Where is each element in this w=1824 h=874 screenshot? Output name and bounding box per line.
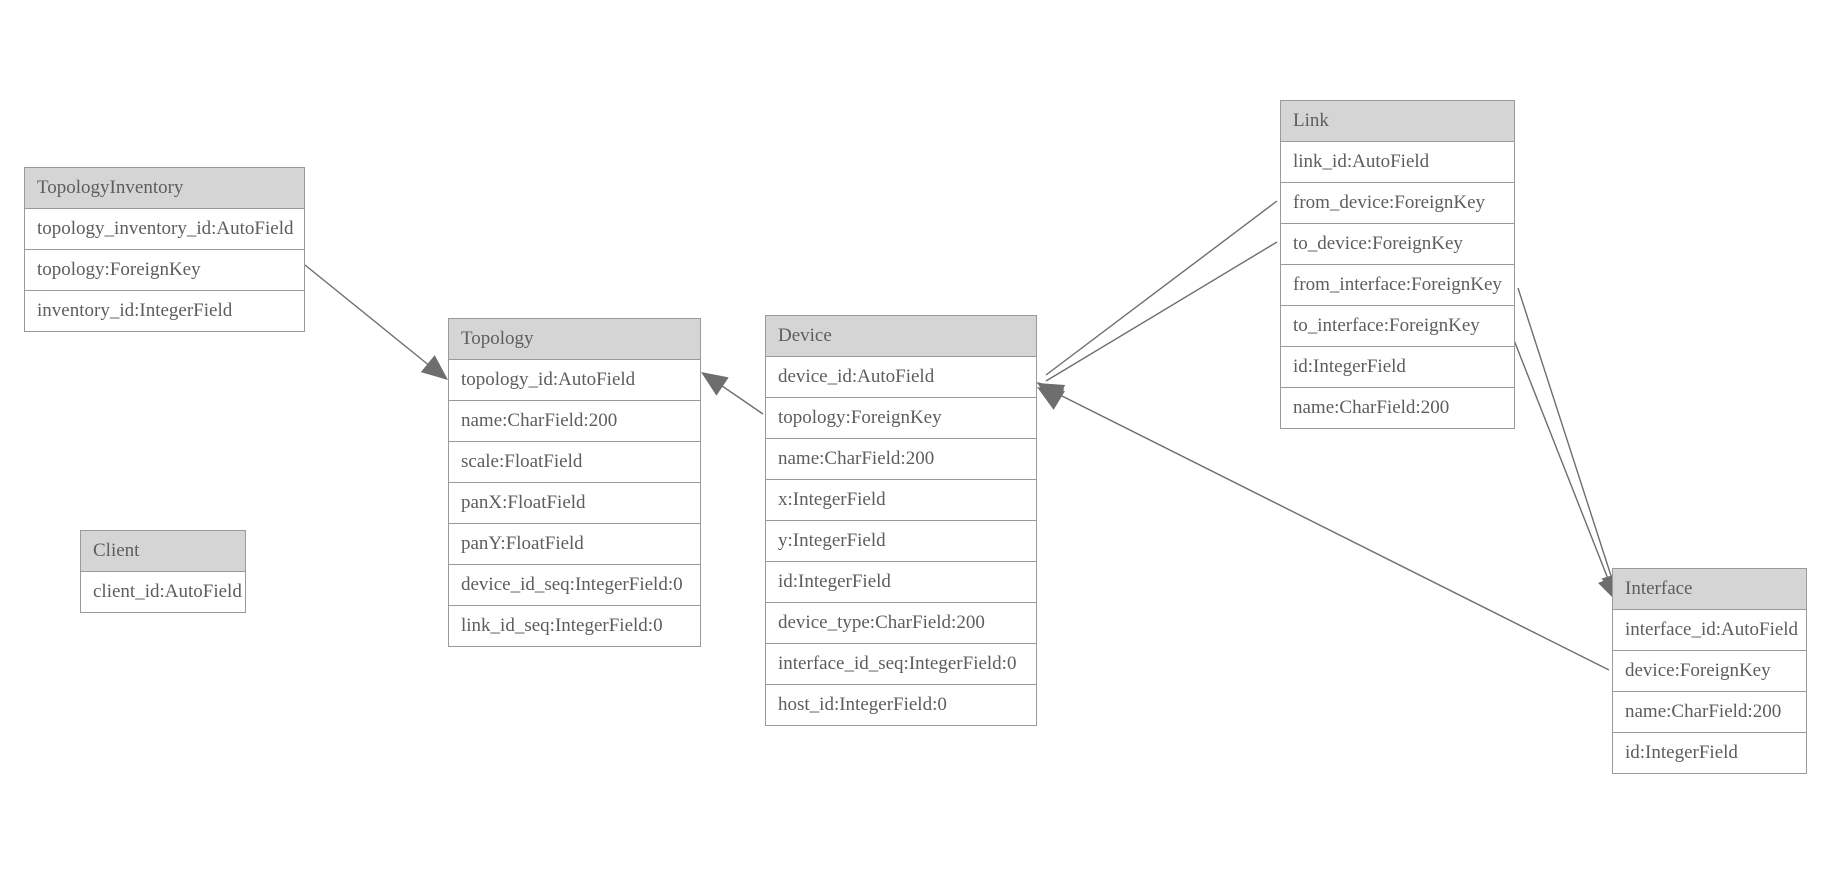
relation-rel-device-topology <box>701 372 764 415</box>
entity-field[interactable]: panY:FloatField <box>449 524 700 565</box>
entity-box-client[interactable]: Client client_id:AutoField <box>80 530 246 613</box>
entity-field[interactable]: name:CharField:200 <box>766 439 1036 480</box>
entity-field[interactable]: host_id:IntegerField:0 <box>778 694 947 715</box>
entity-field[interactable]: from_interface:ForeignKey <box>1281 265 1514 306</box>
relation-line <box>708 376 764 415</box>
entity-field[interactable]: name:CharField:200 <box>1293 397 1450 418</box>
entity-title-topology: Topology <box>449 319 700 360</box>
entity-field[interactable]: topology:ForeignKey <box>25 250 304 291</box>
entity-field[interactable]: device_id:AutoField <box>766 357 1036 398</box>
relation-line <box>1045 200 1278 376</box>
entity-title-link: Link <box>1281 101 1514 142</box>
entity-field[interactable]: device:ForeignKey <box>1613 651 1806 692</box>
relation-line <box>1045 241 1278 382</box>
entity-title-client: Client <box>81 531 245 572</box>
relation-rel-link-fromdevice <box>1037 200 1278 407</box>
entity-field[interactable]: id:IntegerField <box>1625 742 1738 763</box>
entity-title-interface: Interface <box>1613 569 1806 610</box>
entity-field[interactable]: id:IntegerField <box>1281 347 1514 388</box>
entity-field[interactable]: topology:ForeignKey <box>766 398 1036 439</box>
entity-field[interactable]: x:IntegerField <box>766 480 1036 521</box>
entity-field[interactable]: link_id_seq:IntegerField:0 <box>461 615 663 636</box>
entity-field[interactable]: inventory_id:IntegerField <box>37 300 233 321</box>
entity-field[interactable]: name:CharField:200 <box>1613 692 1806 733</box>
entity-field[interactable]: interface_id_seq:IntegerField:0 <box>766 644 1036 685</box>
relation-rel-link-todevice <box>1037 241 1278 410</box>
entity-field[interactable]: topology_inventory_id:AutoField <box>25 209 304 250</box>
entity-field[interactable]: id:IntegerField <box>766 562 1036 603</box>
relation-line <box>1517 287 1615 586</box>
relation-rel-link-tointerface <box>1509 329 1619 603</box>
entity-field[interactable]: scale:FloatField <box>449 442 700 483</box>
entity-field[interactable]: from_device:ForeignKey <box>1281 183 1514 224</box>
relation-line <box>1045 387 1610 671</box>
relation-rel-link-frominterface <box>1517 287 1623 600</box>
entity-field[interactable]: topology_id:AutoField <box>449 360 700 401</box>
entity-field[interactable]: to_interface:ForeignKey <box>1281 306 1514 347</box>
entity-field[interactable]: client_id:AutoField <box>93 581 242 602</box>
entity-field[interactable]: panX:FloatField <box>449 483 700 524</box>
entity-title-topology_inventory: TopologyInventory <box>25 168 304 209</box>
entity-field[interactable]: interface_id:AutoField <box>1613 610 1806 651</box>
entity-field[interactable]: device_id_seq:IntegerField:0 <box>449 565 700 606</box>
entity-field[interactable]: name:CharField:200 <box>449 401 700 442</box>
relation-rel-topologyinventory-topology <box>304 264 448 380</box>
relation-line <box>1509 329 1613 590</box>
entity-field[interactable]: device_type:CharField:200 <box>766 603 1036 644</box>
entity-field[interactable]: to_device:ForeignKey <box>1281 224 1514 265</box>
relation-line <box>304 264 442 376</box>
entity-field[interactable]: link_id:AutoField <box>1281 142 1514 183</box>
entity-field-list-client: client_id:AutoField <box>81 572 245 612</box>
entity-title-device: Device <box>766 316 1036 357</box>
entity-field[interactable]: y:IntegerField <box>766 521 1036 562</box>
